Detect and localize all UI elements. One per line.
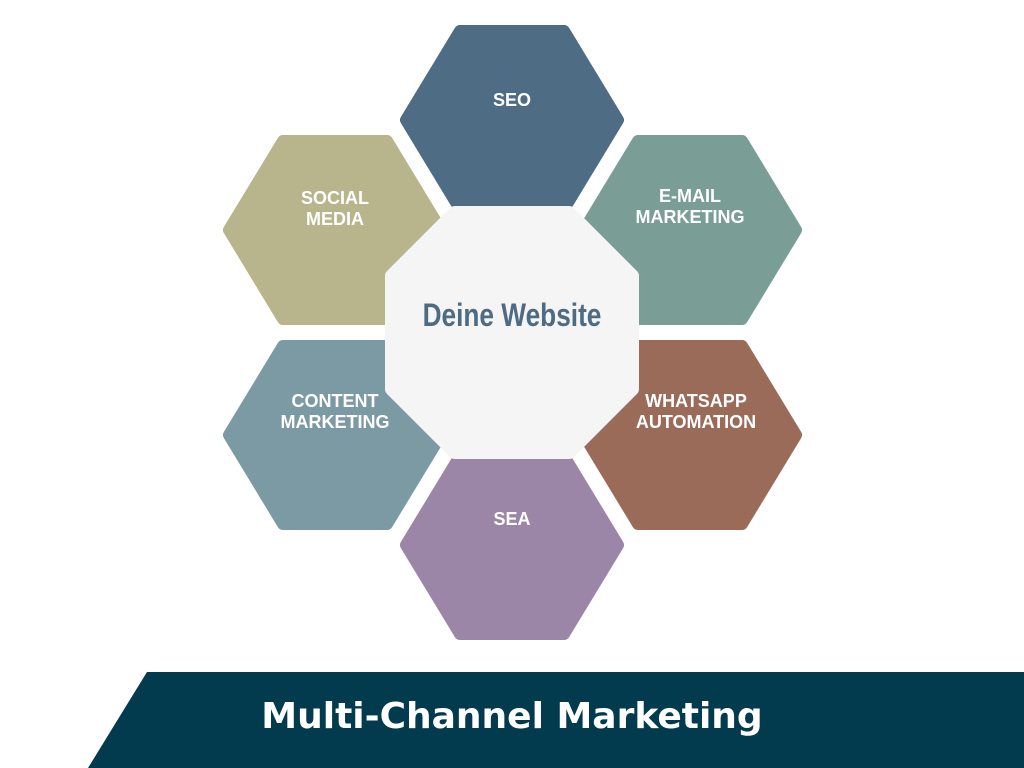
channel-label: MEDIA <box>306 209 364 229</box>
channel-label: SEO <box>493 90 531 110</box>
channel-label: AUTOMATION <box>636 412 756 432</box>
footer-title: Multi-Channel Marketing <box>261 696 762 737</box>
channel-label: E-MAIL <box>659 186 721 206</box>
channel-label: MARKETING <box>281 412 390 432</box>
hexagon-shape <box>400 450 624 640</box>
hexagon-shape <box>400 25 624 215</box>
center-label: Deine Website <box>423 299 602 334</box>
channel-label: CONTENT <box>292 391 379 411</box>
channel-label: MARKETING <box>636 207 745 227</box>
footer-banner <box>88 672 1024 768</box>
channel-label: SOCIAL <box>301 188 369 208</box>
channel-label: SEA <box>493 509 530 529</box>
channel-label: WHATSAPP <box>645 391 747 411</box>
center-octagon <box>385 206 639 459</box>
hexagon-sea: SEA <box>400 450 624 640</box>
hexagon-seo: SEO <box>400 25 624 215</box>
